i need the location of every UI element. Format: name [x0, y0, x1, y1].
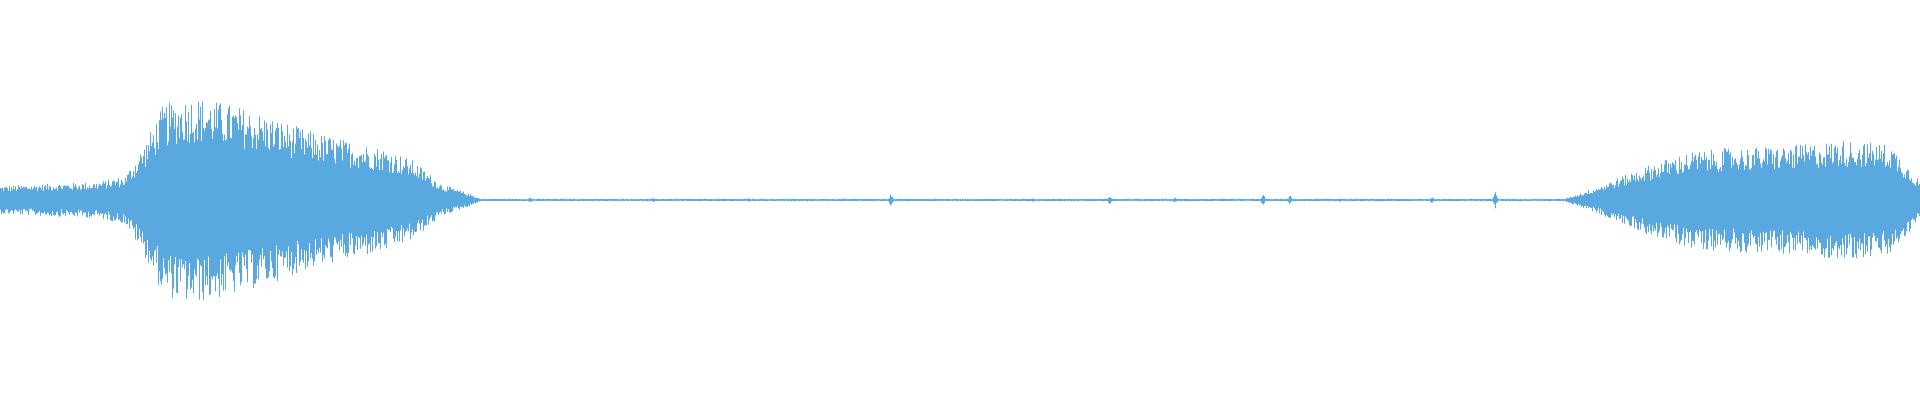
- waveform-trace: [0, 101, 1920, 300]
